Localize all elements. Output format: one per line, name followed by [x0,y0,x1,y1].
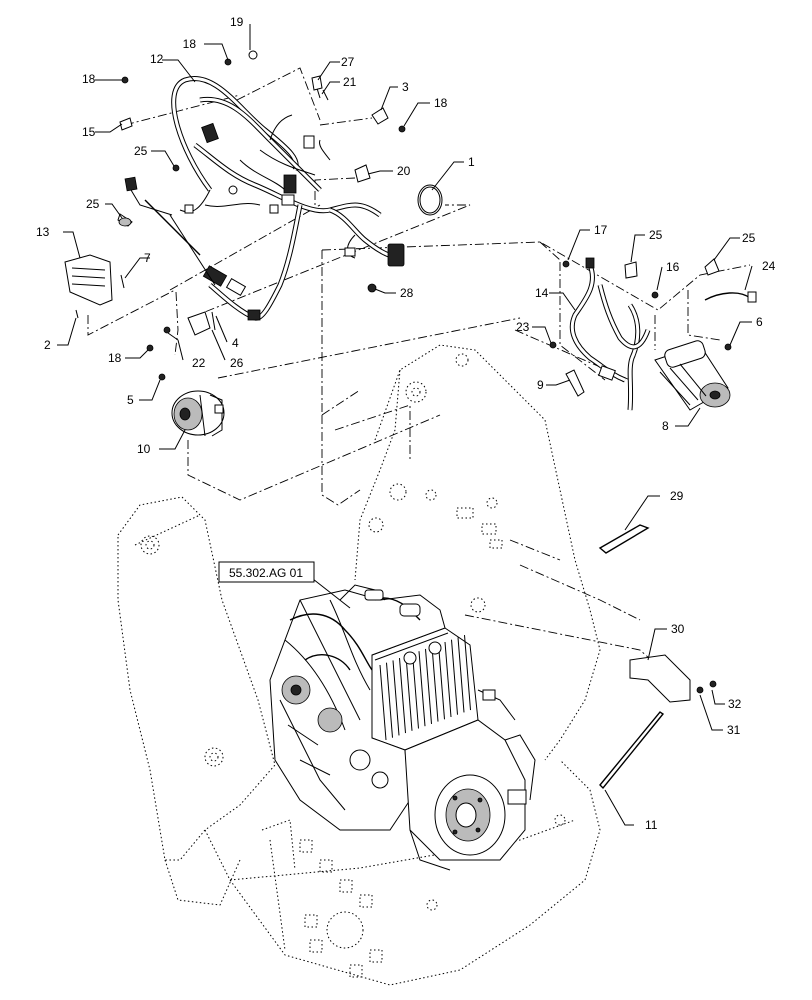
callout-18[interactable]: 18 [434,96,448,110]
callout-16[interactable]: 16 [666,260,680,274]
callout-1[interactable]: 1 [468,155,475,169]
callout-12[interactable]: 12 [150,52,164,66]
callout-18[interactable]: 18 [82,72,96,86]
callout-24[interactable]: 24 [762,259,776,273]
callout-22[interactable]: 22 [192,356,206,370]
battery-rib [418,651,426,727]
small-parts [64,50,757,790]
callout-4[interactable]: 4 [232,336,239,350]
callout-23[interactable]: 23 [516,320,530,334]
callout-32[interactable]: 32 [728,697,742,711]
callout-21[interactable]: 21 [343,75,357,89]
callout-13[interactable]: 13 [36,225,50,239]
callout-28[interactable]: 28 [400,286,414,300]
callout-19[interactable]: 19 [230,15,244,29]
callout-11[interactable]: 11 [645,818,658,832]
callout-17[interactable]: 17 [594,223,608,237]
callout-25[interactable]: 25 [134,144,148,158]
wiring-harness [124,75,405,321]
battery-rib [405,655,413,731]
battery-rib [431,646,439,722]
reference-label: 55.302.AG 01 [229,566,303,580]
battery-rib [425,648,432,724]
callout-14[interactable]: 14 [535,286,549,300]
callout-7[interactable]: 7 [144,251,151,265]
engine-assembly [269,584,536,871]
leader-lines [57,24,753,826]
battery-rib [386,662,393,738]
callout-18[interactable]: 18 [108,351,122,365]
callout-8[interactable]: 8 [662,419,669,433]
callout-29[interactable]: 29 [670,489,684,503]
callout-18[interactable]: 18 [183,37,197,51]
callout-6[interactable]: 6 [756,315,763,329]
callout-25[interactable]: 25 [649,228,663,242]
callout-25[interactable]: 25 [86,197,100,211]
chassis-frame [117,344,601,986]
battery-rib [438,644,445,720]
callout-31[interactable]: 31 [727,723,741,737]
battery-rib [451,639,458,715]
callout-5[interactable]: 5 [127,393,134,407]
alternator [171,390,225,437]
callout-15[interactable]: 15 [82,125,96,139]
callout-27[interactable]: 27 [341,55,355,69]
callout-2[interactable]: 2 [44,338,51,352]
callout-30[interactable]: 30 [671,622,685,636]
battery-rib [379,664,387,741]
callout-9[interactable]: 9 [537,378,544,392]
battery-rib [444,641,452,718]
callout-20[interactable]: 20 [397,164,411,178]
battery-rib [457,637,465,713]
battery-rib [399,658,406,734]
battery-rib [412,653,419,729]
callout-26[interactable]: 26 [230,356,244,370]
callout-10[interactable]: 10 [137,442,151,456]
callouts: 18 19 12 18 15 25 25 13 7 2 18 5 10 22 2… [36,15,776,832]
callout-25[interactable]: 25 [742,231,756,245]
starter-motor [654,340,731,411]
battery-rib [392,660,400,736]
callout-3[interactable]: 3 [402,80,409,94]
battery-rib [464,635,471,711]
reference-box[interactable]: 55.302.AG 01 [218,561,315,583]
